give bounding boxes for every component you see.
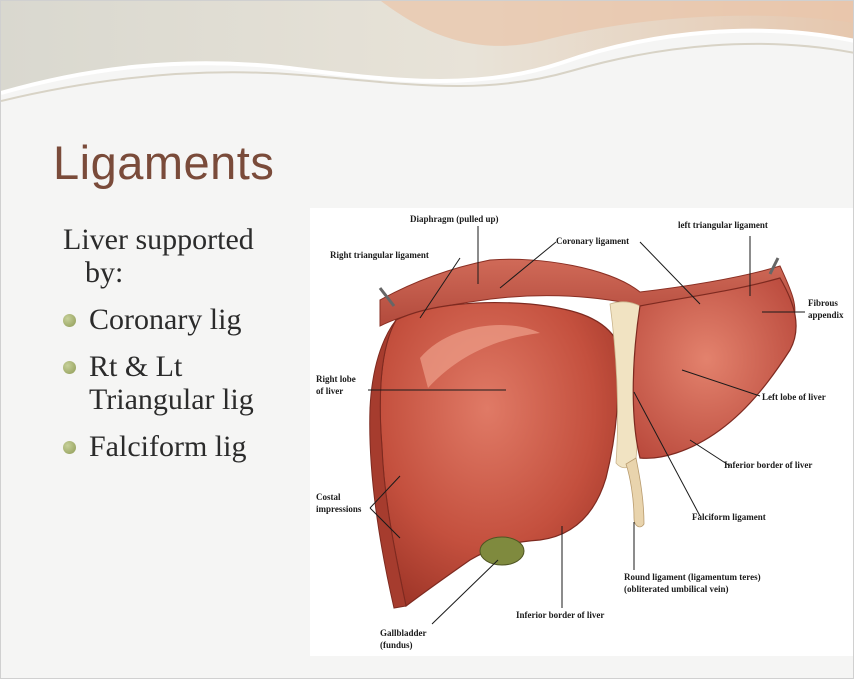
bullet-list: Coronary lig Rt & Lt Triangular lig Falc… — [59, 303, 309, 477]
bullet-item: Coronary lig — [59, 303, 309, 336]
label-diaphragm: Diaphragm (pulled up) — [410, 214, 499, 224]
bullet-icon — [63, 441, 76, 454]
bullet-icon — [63, 314, 76, 327]
bullet-text: Coronary lig — [89, 303, 309, 336]
left-lobe-shape — [633, 278, 796, 458]
label-coronary-ligament: Coronary ligament — [556, 236, 629, 246]
label-costal-1: Costal — [316, 492, 341, 502]
label-fibrous-appendix-2: appendix — [808, 310, 844, 320]
gallbladder-shape — [480, 537, 524, 565]
label-gallbladder-2: (fundus) — [380, 640, 413, 650]
label-gallbladder-1: Gallbladder — [380, 628, 427, 638]
bullet-item: Rt & Lt Triangular lig — [59, 350, 309, 416]
intro-line-2: by: — [63, 256, 293, 289]
header-banner — [1, 1, 854, 111]
intro-line-1: Liver supported — [63, 223, 254, 256]
bullet-text-cont: Triangular lig — [89, 383, 309, 416]
label-left-lobe: Left lobe of liver — [762, 392, 826, 402]
label-inferior-border-right: Inferior border of liver — [724, 460, 812, 470]
bullet-icon — [63, 361, 76, 374]
slide-title: Ligaments — [53, 135, 274, 190]
bullet-item: Falciform lig — [59, 430, 309, 463]
bullet-text: Falciform lig — [89, 430, 309, 463]
bullet-text: Rt & Lt — [89, 350, 309, 383]
label-left-triangular-ligament: left triangular ligament — [678, 220, 768, 230]
label-round-ligament-1: Round ligament (ligamentum teres) — [624, 572, 761, 582]
label-falciform-ligament: Falciform ligament — [692, 512, 766, 522]
label-costal-2: impressions — [316, 504, 362, 514]
label-fibrous-appendix-1: Fibrous — [808, 298, 838, 308]
label-round-ligament-2: (obliterated umbilical vein) — [624, 584, 729, 594]
intro-text: Liver supported by: — [63, 223, 293, 289]
label-right-lobe-1: Right lobe — [316, 374, 356, 384]
label-right-lobe-2: of liver — [316, 386, 343, 396]
label-inferior-border-bottom: Inferior border of liver — [516, 610, 604, 620]
liver-illustration: Diaphragm (pulled up) Coronary ligament … — [310, 208, 854, 656]
label-right-triangular-ligament: Right triangular ligament — [330, 250, 429, 260]
